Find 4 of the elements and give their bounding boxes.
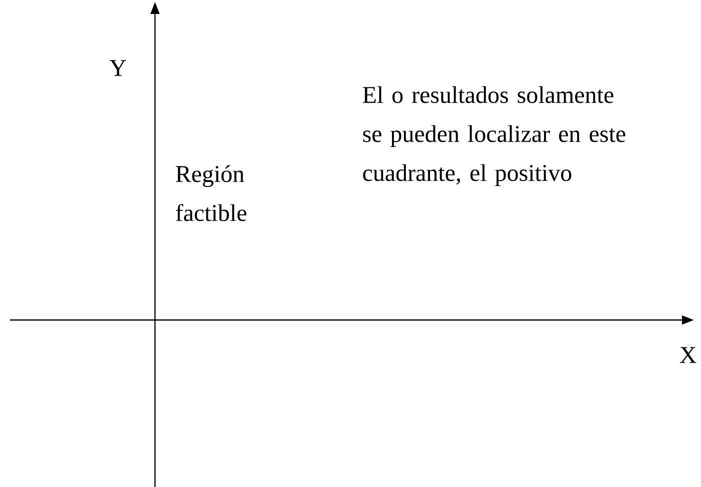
region-label: Región factible (176, 165, 246, 222)
note-text: El o resultados solamente se pueden localizar en este cuadrante, el positivo (362, 86, 626, 186)
axis-label: X (680, 347, 696, 363)
axis-label: Y (110, 60, 126, 76)
